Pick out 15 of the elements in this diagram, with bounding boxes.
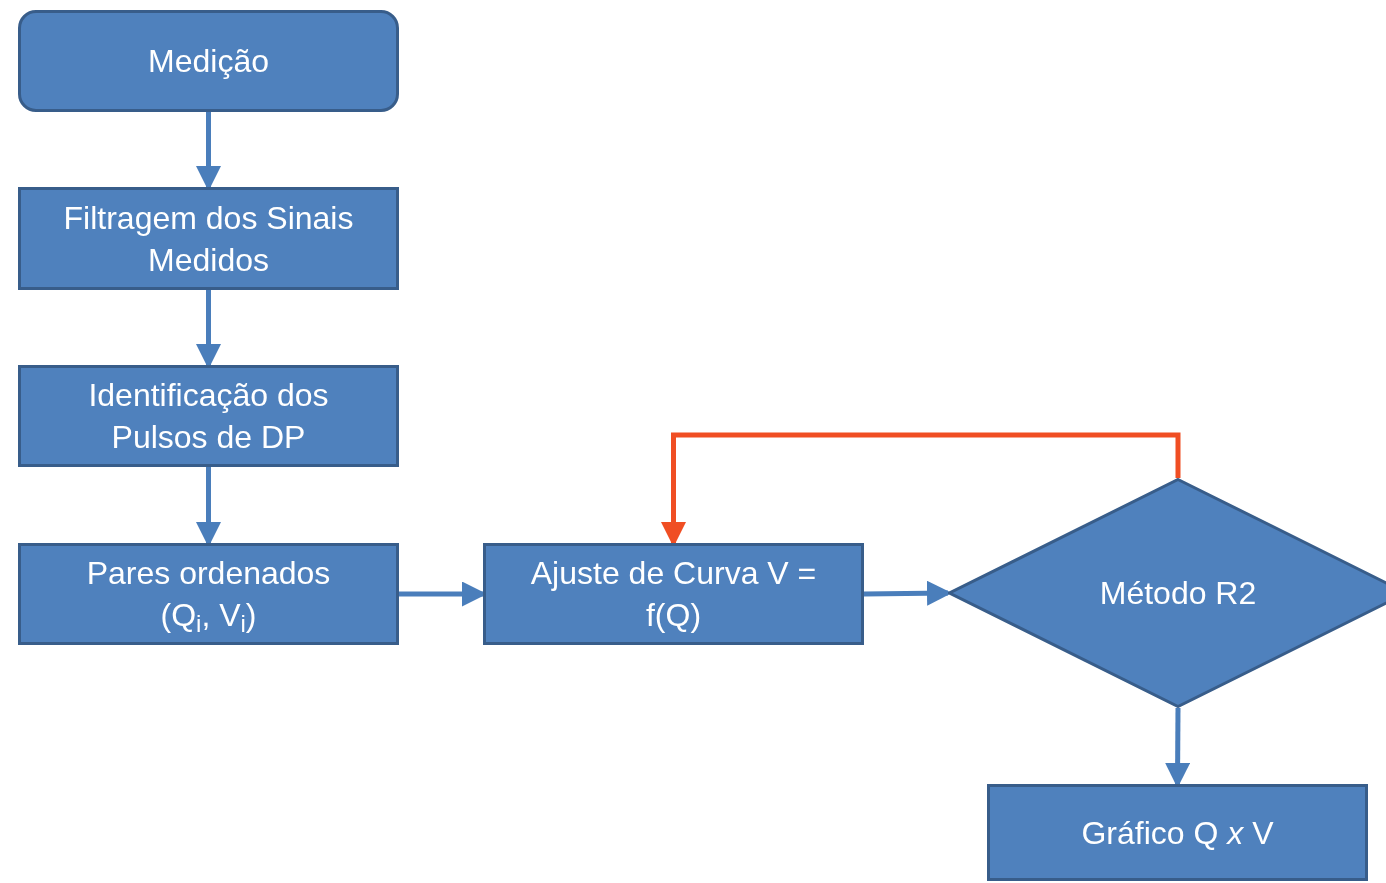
node-label: Ajuste de Curva V = f(Q) bbox=[529, 554, 818, 635]
arrow bbox=[863, 580, 952, 606]
process-box bbox=[987, 784, 1368, 881]
node-label: Método R2 bbox=[1099, 574, 1257, 613]
node-label: Medição bbox=[148, 42, 269, 81]
node-label: Pares ordenados (Q$_{i}$, V$_{i}$) bbox=[85, 554, 332, 636]
process-box bbox=[18, 543, 399, 645]
process-box bbox=[18, 187, 399, 290]
process-box bbox=[18, 365, 399, 467]
decision-diamond bbox=[948, 478, 1386, 708]
node-label: Filtragem dos Sinais Medidos bbox=[62, 198, 355, 280]
process-box bbox=[18, 10, 399, 112]
node-label: Gráfico Q x V bbox=[1081, 813, 1274, 853]
process-box bbox=[483, 543, 864, 645]
node-label: Identificação dos Pulsos de DP bbox=[87, 376, 330, 457]
